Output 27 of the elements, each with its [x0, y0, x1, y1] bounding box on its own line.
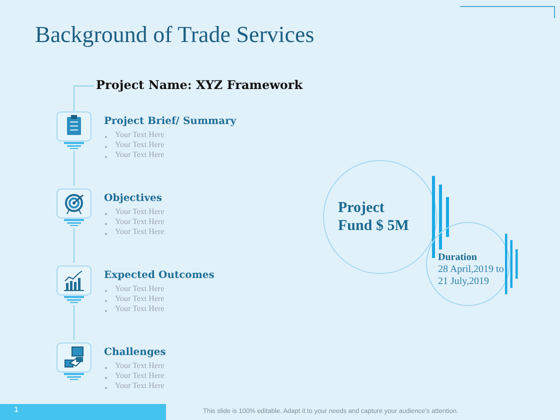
slide-title: Background of Trade Services: [35, 22, 314, 48]
bullet-text: Your Text Here: [115, 371, 164, 380]
item-heading: Objectives: [104, 193, 162, 204]
item-heading: Expected Outcomes: [104, 270, 214, 281]
bullet-text: Your Text Here: [115, 361, 164, 370]
connector-line: [74, 86, 94, 112]
bullet-text: Your Text Here: [115, 217, 164, 226]
project-name-text: Project Name: XYZ Framework: [96, 78, 303, 92]
bullet-text: Your Text Here: [115, 284, 164, 293]
bullet-text: Your Text Here: [115, 130, 164, 139]
bullet-text: Your Text Here: [115, 304, 164, 313]
icon-tile: [56, 342, 92, 380]
bullet-text: Your Text Here: [115, 381, 164, 390]
icon-tile: [56, 265, 92, 303]
bullet-text: Your Text Here: [115, 150, 164, 159]
icon-tile: [56, 188, 92, 226]
item-heading: Project Brief/ Summary: [104, 116, 236, 127]
bullet-text: Your Text Here: [115, 227, 164, 236]
item-heading: Challenges: [104, 347, 166, 358]
bullet-text: Your Text Here: [115, 207, 164, 216]
bullet-text: Your Text Here: [115, 294, 164, 303]
circle-heading: Project Fund $ 5M: [338, 199, 410, 235]
circle-heading: Duration: [438, 252, 478, 264]
slide-number: 1: [14, 405, 18, 414]
bullet-text: Your Text Here: [115, 140, 164, 149]
icon-tile: [56, 111, 92, 149]
circle-text: 28 April,2019 to 21 July,2019: [438, 264, 504, 288]
